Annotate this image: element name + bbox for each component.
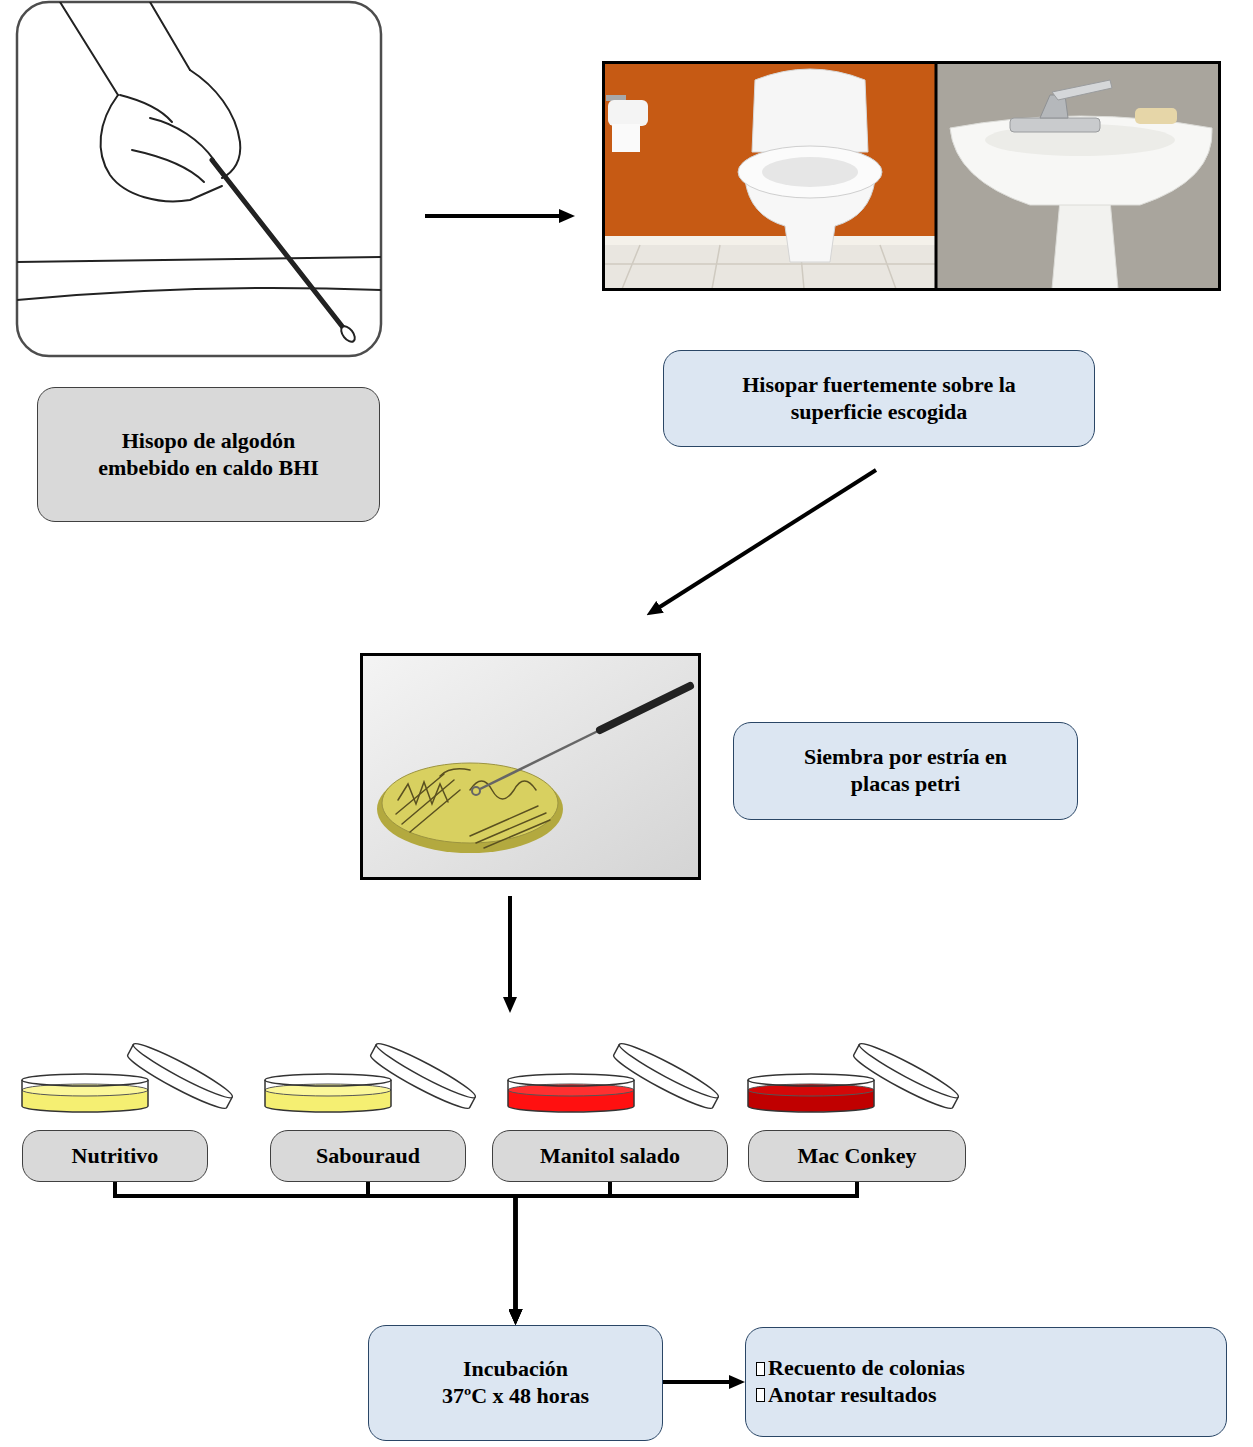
medium-box: Nutritivo bbox=[22, 1130, 208, 1182]
bullet-mark bbox=[756, 1362, 765, 1376]
medium-name: Mac Conkey bbox=[797, 1143, 916, 1170]
flow-arrow bbox=[516, 1182, 611, 1315]
petri-dish bbox=[265, 1038, 479, 1114]
step-box: Hisopar fuertemente sobre la superficie … bbox=[663, 350, 1095, 447]
step-text: Hisopo de algodón embebido en caldo BHI bbox=[89, 428, 329, 482]
flow-arrow bbox=[508, 896, 512, 1003]
bathroom-photos bbox=[604, 62, 1220, 290]
result-box: Recuento de coloniasAnotar resultados bbox=[745, 1327, 1227, 1437]
step-box: Siembra por estría en placas petri bbox=[733, 722, 1078, 820]
medium-name: Manitol salado bbox=[540, 1143, 680, 1170]
step-box: Incubación 37ºC x 48 horas bbox=[368, 1325, 663, 1441]
streak-plate-illustration bbox=[362, 655, 700, 879]
result-item: Anotar resultados bbox=[768, 1382, 936, 1409]
step-text: Siembra por estría en placas petri bbox=[786, 744, 1026, 798]
flow-arrow bbox=[425, 214, 565, 218]
flow-arrow bbox=[115, 1182, 516, 1315]
medium-box: Manitol salado bbox=[492, 1130, 728, 1182]
step-text: Hisopar fuertemente sobre la superficie … bbox=[714, 372, 1044, 426]
flow-arrow bbox=[368, 1182, 516, 1315]
flow-arrow bbox=[663, 1380, 735, 1384]
medium-name: Nutritivo bbox=[72, 1143, 159, 1170]
petri-dish bbox=[748, 1038, 962, 1114]
medium-box: Mac Conkey bbox=[748, 1130, 966, 1182]
medium-name: Sabouraud bbox=[316, 1143, 420, 1170]
step-text: Incubación 37ºC x 48 horas bbox=[440, 1356, 592, 1410]
step-box: Hisopo de algodón embebido en caldo BHI bbox=[37, 387, 380, 522]
swab-illustration bbox=[17, 2, 381, 356]
petri-dish bbox=[508, 1038, 722, 1114]
flow-arrow bbox=[655, 470, 876, 610]
petri-dish bbox=[22, 1038, 236, 1114]
result-row: Recuento de colonias bbox=[756, 1355, 965, 1382]
result-item: Recuento de colonias bbox=[768, 1355, 965, 1382]
medium-box: Sabouraud bbox=[270, 1130, 466, 1182]
result-row: Anotar resultados bbox=[756, 1382, 936, 1409]
bullet-mark bbox=[756, 1388, 765, 1402]
flow-arrow bbox=[516, 1182, 858, 1315]
